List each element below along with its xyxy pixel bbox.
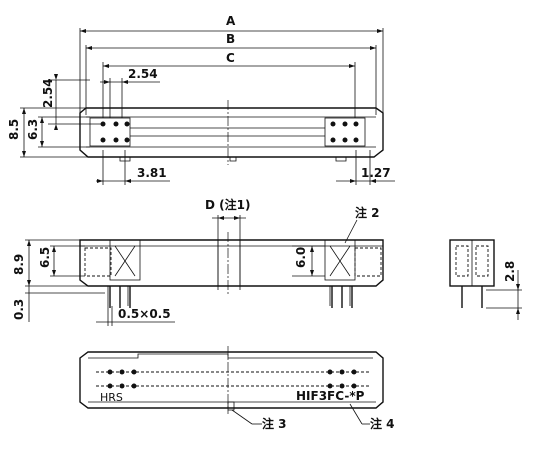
dim-pitch-v-label: 2.54 [41,78,55,108]
top-view-body [79,107,384,158]
dim-side-h1-label: 8.9 [12,254,26,275]
note-3-label: 注 3 [262,416,287,431]
end-view: 2.8 [449,239,522,320]
dim-side-h4-label: 0.3 [12,299,26,320]
dim-d-label: D (注1) [205,197,250,212]
dim-c-label: C [226,51,235,65]
dim-left-offset-label: 3.81 [137,166,167,180]
dim-h-body-label: 6.3 [26,119,40,140]
dim-b-label: B [226,32,235,46]
front-view: D (注1) 注 2 8.9 6.5 6.0 [12,197,384,326]
top-view: A B C 2.54 [7,14,395,185]
dim-end-h-label: 2.8 [503,261,517,282]
dim-h-total-label: 8.5 [7,119,21,140]
dim-pin-size-label: 0.5×0.5 [118,307,171,321]
front-view-body [79,239,384,287]
dim-side-h3-label: 6.0 [294,247,308,268]
dim-a-label: A [226,14,236,28]
note-4-label: 注 4 [370,416,395,431]
bottom-view: HRS HIF3FC-*P 注 3 注 4 [79,346,395,431]
brand-mark: HRS [100,391,123,404]
dim-pitch-label: 2.54 [128,67,158,81]
part-number-mark: HIF3FC-*P [296,389,365,403]
dim-right-offset-label: 1.27 [361,166,391,180]
note-2-label: 注 2 [355,205,380,220]
dim-side-h2-label: 6.5 [38,247,52,268]
bottom-view-body [79,351,384,409]
